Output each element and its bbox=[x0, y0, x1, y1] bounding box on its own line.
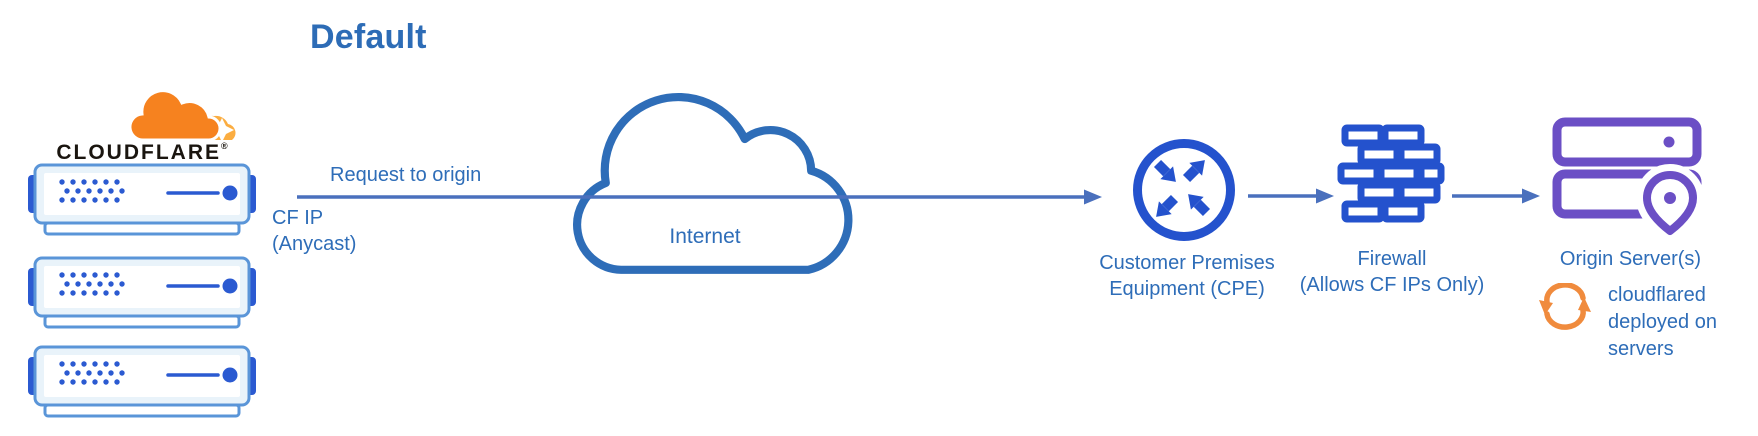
router-icon bbox=[1133, 139, 1235, 241]
origin-server-label: Origin Server(s) bbox=[1559, 248, 1702, 270]
internet-cloud-icon bbox=[573, 93, 853, 274]
page-title: Default bbox=[310, 18, 427, 56]
edge-server-icon bbox=[28, 163, 256, 236]
edge-server-icon bbox=[28, 256, 256, 329]
trademark-symbol: ® bbox=[221, 141, 230, 151]
cpe-label: Customer Premises Equipment (CPE) bbox=[1099, 252, 1275, 300]
cf-ip-anycast-label: CF IP (Anycast) bbox=[272, 207, 357, 255]
brick-wall-icon bbox=[1337, 124, 1445, 223]
edge-server-icon bbox=[28, 345, 256, 418]
firewall-label: Firewall (Allows CF IPs Only) bbox=[1299, 248, 1485, 296]
request-to-origin-label: Request to origin bbox=[330, 164, 482, 186]
cloudflare-wordmark: CLOUDFLARE® bbox=[56, 141, 230, 164]
cloudflared-note: cloudflared deployed on servers bbox=[1608, 284, 1717, 360]
cloudflare-cloud-icon bbox=[128, 89, 236, 142]
sync-arrows-icon bbox=[1539, 283, 1591, 330]
internet-label: Internet bbox=[669, 225, 741, 248]
server-location-pin-icon bbox=[1552, 117, 1704, 242]
